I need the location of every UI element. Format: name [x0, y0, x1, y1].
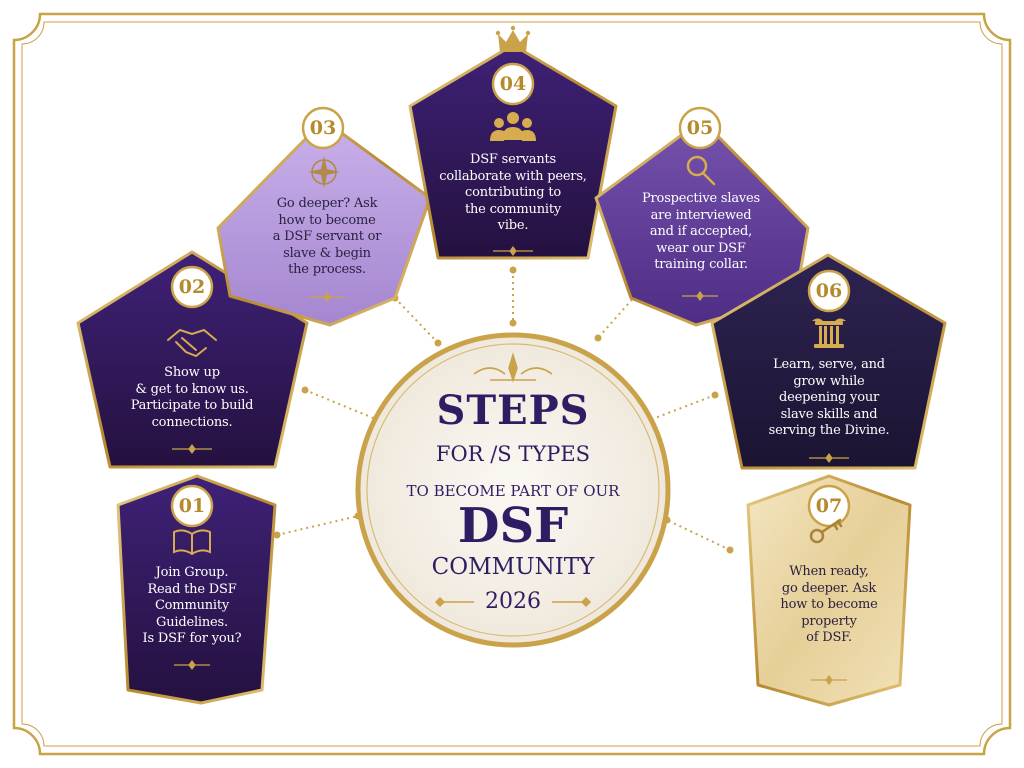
step-06-shape [710, 253, 947, 470]
number-badges [170, 62, 851, 528]
title-become-part: TO BECOME PART OF OUR [406, 482, 620, 500]
step-01-number: 01 [178, 495, 206, 517]
title-year: 2026 [485, 589, 541, 614]
step-07-text: When ready, go deeper. Ask how to become… [780, 564, 878, 645]
step-07-shape [746, 474, 912, 707]
step-05-number: 05 [686, 117, 714, 139]
open-book-icon [173, 529, 211, 556]
title-steps: STEPS [436, 387, 590, 434]
divider-ornaments [172, 246, 849, 685]
step-07-number: 07 [815, 495, 843, 517]
title-community: COMMUNITY [431, 554, 595, 580]
crown-icon [495, 25, 531, 52]
step-04-shape [408, 43, 618, 260]
step-01-shape [116, 474, 277, 705]
step-04-text: DSF servants collaborate with peers, con… [439, 152, 587, 233]
step-06-text: Learn, serve, and grow while deepening y… [768, 357, 890, 438]
step-03-number: 03 [309, 117, 337, 139]
magnifier-icon [686, 155, 716, 186]
key-icon [809, 518, 843, 544]
step-02-number: 02 [178, 276, 206, 298]
outer-frame [12, 12, 1012, 756]
pillar-icon [812, 318, 846, 348]
step-03-text: Go deeper? Ask how to become a DSF serva… [272, 196, 382, 277]
step-01-text: Join Group. Read the DSF Community Guide… [142, 565, 242, 646]
center-medallion [355, 332, 671, 648]
step-02-text: Show up & get to know us. Participate to… [130, 365, 254, 430]
year-ornament [434, 596, 592, 608]
handshake-icon [167, 328, 217, 358]
center-flourish-top [473, 352, 553, 383]
group-icon [490, 112, 536, 141]
step-05-text: Prospective slaves are interviewed and i… [642, 191, 760, 272]
compass-icon [308, 156, 340, 188]
title-for-types: FOR /S TYPES [435, 442, 591, 466]
step-06-number: 06 [815, 280, 843, 302]
title-dsf: DSF [457, 498, 569, 554]
step-04-number: 04 [499, 73, 527, 95]
